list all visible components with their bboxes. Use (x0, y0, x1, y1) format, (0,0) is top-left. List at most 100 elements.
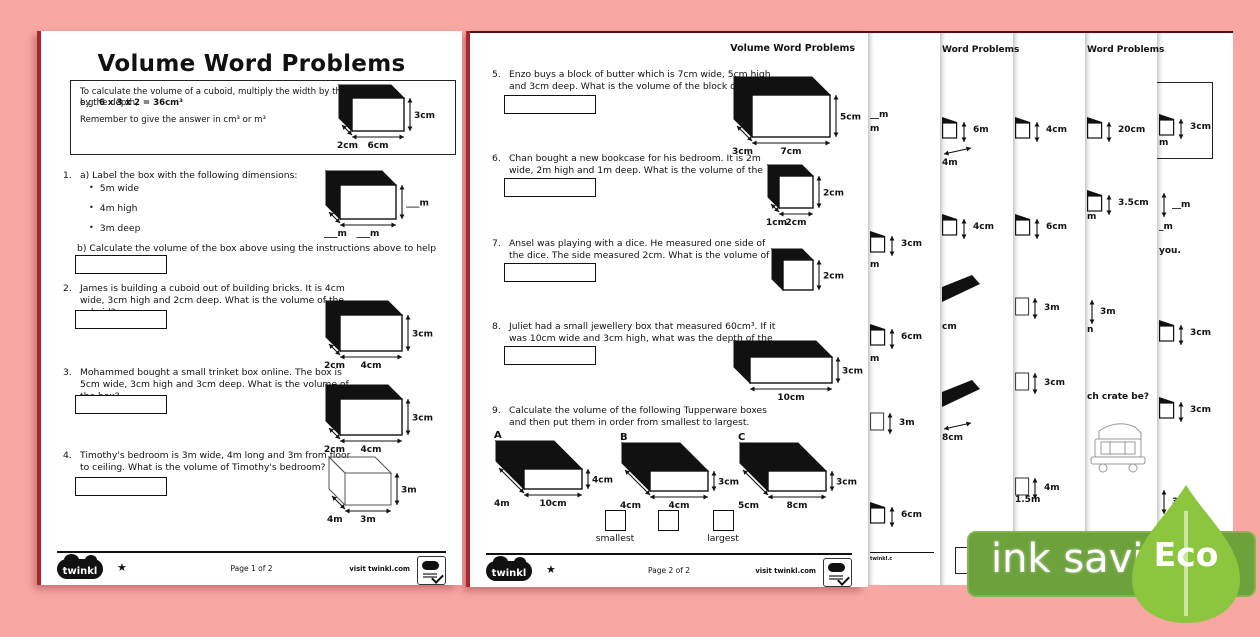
svg-text:5cm: 5cm (738, 501, 759, 511)
stacked-page-fragment: 3cm (1159, 395, 1211, 425)
answer-box-q6 (504, 178, 596, 197)
stacked-page-fragment: 3m (1015, 293, 1060, 323)
answer-box-q4 (75, 477, 167, 496)
answer-box-q7 (504, 263, 596, 282)
svg-text:2cm: 2cm (786, 218, 807, 228)
stacked-page-fragment: 6cm (870, 322, 922, 352)
svg-text:3cm: 3cm (412, 330, 433, 340)
svg-text:2cm: 2cm (823, 272, 844, 282)
question-4: 4. Timothy's bedroom is 3m wide, 4m long… (63, 450, 351, 473)
stacked-page-fragment: 4cm (942, 212, 994, 242)
stacked-page-fragment: __m (1159, 190, 1190, 220)
stacked-page-fragment: you. (1159, 246, 1181, 256)
cuboid-diagram-q1: ___m___m___m (324, 169, 434, 243)
svg-text:B: B (620, 432, 628, 443)
svg-text:3m: 3m (401, 486, 417, 496)
stacked-page-header: Word Problems (942, 45, 1020, 55)
stacked-page-fragment: 4cm (1015, 115, 1067, 145)
stacked-page-fragment: 20cm (1087, 115, 1145, 145)
order-box-3 (713, 510, 734, 531)
stacked-page-fragment: __m (870, 110, 889, 120)
svg-text:4cm: 4cm (669, 501, 690, 511)
stacked-page-fragment: 3cm (1015, 368, 1065, 398)
stacked-page-fragment: n (1087, 325, 1094, 335)
svg-text:___m: ___m (324, 229, 347, 239)
svg-text:4m: 4m (494, 499, 510, 509)
bullet-item: 3m deep (89, 223, 141, 234)
svg-text:4cm: 4cm (361, 445, 382, 455)
worksheet-page-1: Volume Word Problems To calculate the vo… (41, 31, 462, 585)
stacked-page-fragment: 4m (942, 145, 974, 168)
answer-box-q2 (75, 310, 167, 329)
stacked-page-fragment: m (870, 124, 880, 134)
cuboid-diagram-q5: 5cm 7cm 3cm (732, 75, 868, 161)
star-icon: ★ (546, 563, 556, 576)
stacked-page-fragment: m (870, 260, 880, 270)
stacked-page-fragment: 1.5m (1015, 495, 1041, 505)
stacked-page-fragment (942, 275, 986, 305)
stacked-page-fragment: _m (1159, 222, 1173, 232)
answer-box-q1 (75, 255, 167, 274)
tupperware-box-b: 3cm 4cm 4cm B (620, 431, 746, 515)
smallest-label: smallest (595, 533, 635, 544)
room-diagram-q4: 3m 3m 4m (327, 455, 429, 529)
stacked-page-fragment: ch crate be? (1087, 392, 1150, 402)
stacked-page-fragment: m (1087, 212, 1097, 222)
svg-text:7cm: 7cm (781, 147, 802, 157)
stacked-page-fragment: 3cm (1159, 112, 1211, 142)
svg-text:3cm: 3cm (732, 147, 753, 157)
stacked-page-fragment: 8cm (942, 420, 974, 443)
svg-text:3m: 3m (360, 515, 376, 525)
svg-text:2cm: 2cm (324, 361, 345, 371)
svg-text:10cm: 10cm (539, 499, 566, 509)
svg-text:8cm: 8cm (787, 501, 808, 511)
page-footer: twinkl ★ Page 2 of 2 visit twinkl.com (486, 553, 852, 588)
answer-box-q3 (75, 395, 167, 414)
eco-label: Eco (1153, 535, 1219, 574)
svg-text:4cm: 4cm (620, 501, 641, 511)
cuboid-diagram-q2: 3cm 4cm 2cm (324, 299, 440, 375)
svg-text:1cm: 1cm (766, 218, 787, 228)
site-link: visit twinkl.com (755, 567, 816, 575)
svg-text:3cm: 3cm (718, 478, 739, 488)
svg-text:10cm: 10cm (777, 393, 804, 403)
page-header: Volume Word Problems (730, 43, 855, 54)
leaf-icon (1132, 485, 1240, 623)
page-number: Page 1 of 2 (230, 564, 273, 573)
question-9: 9. Calculate the volume of the following… (492, 405, 767, 428)
stacked-page-fragment: 3m (1087, 297, 1116, 327)
svg-text:4m: 4m (327, 515, 343, 525)
order-box-1 (605, 510, 626, 531)
stacked-page-fragment: 4m (1015, 473, 1060, 503)
svg-text:6cm: 6cm (368, 141, 389, 151)
twinkl-quality-badge (417, 556, 446, 585)
eco-leaf-badge: Eco (1128, 483, 1244, 633)
worksheet-page-2: Volume Word Problems 5. Enzo buys a bloc… (470, 31, 868, 587)
stacked-page-fragment: cm (942, 322, 957, 332)
svg-text:___m: ___m (357, 229, 380, 239)
stacked-page-fragment: 6m (942, 115, 989, 145)
stacked-page-fragment (1157, 82, 1213, 159)
twinkl-quality-badge (823, 558, 852, 587)
bullet-item: 5m wide (89, 183, 139, 194)
svg-text:4cm: 4cm (361, 361, 382, 371)
stacked-page-fragment: m (1159, 138, 1169, 148)
stacked-page-fragment: twinkl.c (870, 552, 934, 562)
stacked-page-fragment: m (870, 354, 880, 364)
svg-text:C: C (738, 432, 745, 443)
badge-cloud-icon (828, 563, 845, 572)
stacked-page-fragment: 6cm (870, 500, 922, 530)
stacked-page-fragment: 3cm (1159, 318, 1211, 348)
svg-text:2cm: 2cm (823, 189, 844, 199)
svg-text:3cm: 3cm (414, 111, 435, 121)
svg-text:5cm: 5cm (840, 113, 861, 123)
svg-text:2cm: 2cm (324, 445, 345, 455)
answer-box-q5 (504, 95, 596, 114)
truck-illustration (1087, 415, 1149, 475)
stacked-page-fragment: 3.5cm (1087, 188, 1149, 218)
